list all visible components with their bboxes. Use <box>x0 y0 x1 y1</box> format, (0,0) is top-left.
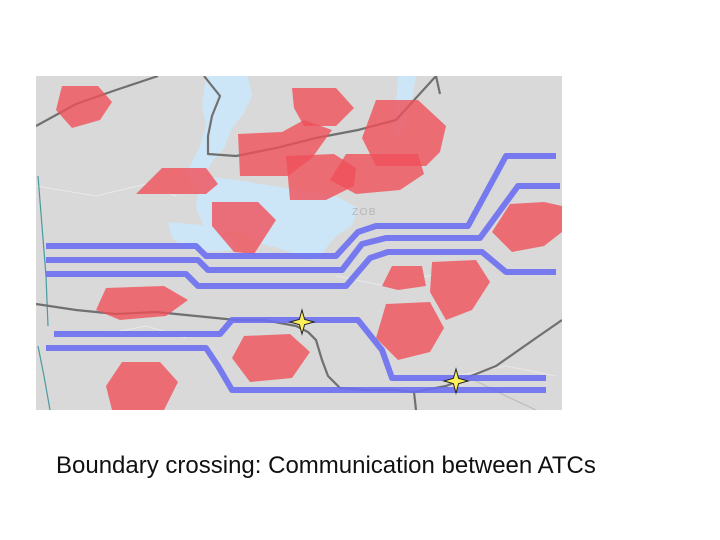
place-label-zob: ZOB <box>352 207 377 218</box>
weather-cell <box>430 260 490 320</box>
weather-cell <box>96 286 188 320</box>
lake-upper <box>186 76 252 178</box>
teal-lines <box>37 175 51 410</box>
weather-cell <box>292 88 354 126</box>
aircraft-icon[interactable] <box>288 308 316 336</box>
boundary-north-east <box>434 76 442 95</box>
jet-route-1 <box>46 153 556 259</box>
jet-route-3 <box>46 249 556 289</box>
weather-cell <box>238 120 332 176</box>
weather-cells <box>56 86 562 410</box>
boundary-east <box>455 319 562 384</box>
weather-cell <box>362 100 446 166</box>
jet-routes <box>46 153 560 393</box>
weather-cell <box>56 86 112 128</box>
weather-cell <box>330 154 424 194</box>
weather-cell <box>286 154 356 200</box>
airspace-map-svg: ZOB <box>36 76 562 410</box>
jet-route-2 <box>46 183 560 273</box>
weather-cell <box>106 362 178 410</box>
aircraft-icon[interactable] <box>442 367 470 395</box>
boundary-south-drop <box>412 391 418 410</box>
weather-cell <box>212 202 276 254</box>
weather-cell <box>232 334 310 382</box>
weather-cell <box>382 266 426 290</box>
weather-cell <box>376 302 444 360</box>
jet-route-5 <box>46 345 546 393</box>
airspace-map[interactable]: ZOB <box>36 76 562 410</box>
jet-route-4 <box>54 317 546 381</box>
aircraft-markers <box>288 308 470 395</box>
boundary-faint-east <box>465 375 537 410</box>
slide-caption: Boundary crossing: Communication between… <box>56 452 596 479</box>
weather-cell <box>492 202 562 252</box>
weather-cell <box>136 168 218 194</box>
